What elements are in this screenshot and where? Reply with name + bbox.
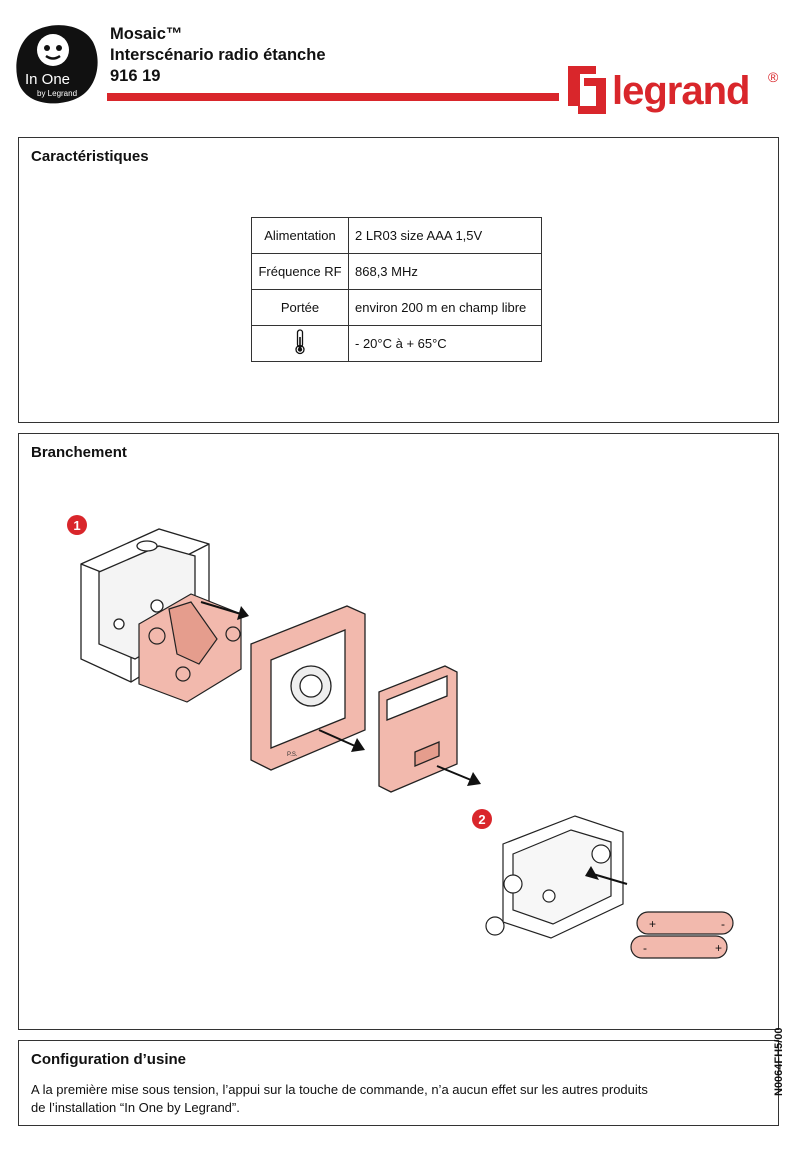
config-text: A la première mise sous tension, l’appui… xyxy=(31,1081,731,1117)
svg-text:+: + xyxy=(649,917,656,931)
spec-label xyxy=(251,325,349,362)
logo-line2: by Legrand xyxy=(37,89,77,98)
header: Mosaic™ Interscénario radio étanche 916 … xyxy=(110,24,326,87)
logo-line1: In One xyxy=(25,71,70,88)
table-row: Portée environ 200 m en champ libre xyxy=(251,289,542,326)
frame-marking: P.S. xyxy=(287,752,298,758)
legrand-logo: legrand ® xyxy=(568,66,779,114)
header-red-bar xyxy=(107,93,559,101)
legrand-wordmark: legrand xyxy=(612,69,749,113)
step-2-badge: 2 xyxy=(472,809,492,829)
characteristics-title: Caractéristiques xyxy=(31,148,149,165)
spec-value: 2 LR03 size AAA 1,5V xyxy=(348,217,542,254)
config-title: Configuration d’usine xyxy=(31,1051,186,1068)
spec-value: environ 200 m en champ libre xyxy=(348,289,542,326)
step-1-badge: 1 xyxy=(67,515,87,535)
spec-label: Fréquence RF xyxy=(251,253,349,290)
cover-plate xyxy=(378,665,458,793)
mechanism-rear xyxy=(485,815,624,939)
battery-icon: + - - + xyxy=(630,911,734,959)
installation-illustration: 1 P.S. xyxy=(67,515,734,959)
spec-value: 868,3 MHz xyxy=(348,253,542,290)
svg-text:+: + xyxy=(715,941,722,955)
branchement-title: Branchement xyxy=(31,444,127,461)
reference: 916 19 xyxy=(110,67,161,85)
branchement-section: Branchement 1 xyxy=(18,433,779,1030)
config-line1: A la première mise sous tension, l’appui… xyxy=(31,1082,648,1097)
spec-label: Alimentation xyxy=(251,217,349,254)
table-row: Fréquence RF 868,3 MHz xyxy=(251,253,542,290)
in-one-logo: In One by Legrand xyxy=(16,25,98,104)
table-row: - 20°C à + 65°C xyxy=(251,325,542,362)
characteristics-section: Caractéristiques Alimentation 2 LR03 siz… xyxy=(18,137,779,423)
thermometer-icon xyxy=(295,329,305,355)
svg-text:-: - xyxy=(721,917,725,931)
frame: P.S. xyxy=(250,605,366,771)
mechanism xyxy=(138,593,242,703)
config-section: Configuration d’usine A la première mise… xyxy=(18,1040,779,1126)
svg-text:2: 2 xyxy=(478,812,485,827)
brand-line: Mosaic™ xyxy=(110,25,183,43)
spec-label: Portée xyxy=(251,289,349,326)
table-row: Alimentation 2 LR03 size AAA 1,5V xyxy=(251,217,542,254)
svg-text:1: 1 xyxy=(73,518,80,533)
spec-table: Alimentation 2 LR03 size AAA 1,5V Fréque… xyxy=(251,217,542,362)
svg-text:-: - xyxy=(643,941,647,955)
product-name: Interscénario radio étanche xyxy=(110,46,326,64)
document-reference: N0064FH5/00 xyxy=(773,1027,785,1097)
config-line2: de l’installation “In One by Legrand”. xyxy=(31,1100,240,1115)
registered-mark: ® xyxy=(768,69,779,85)
spec-value: - 20°C à + 65°C xyxy=(348,325,542,362)
